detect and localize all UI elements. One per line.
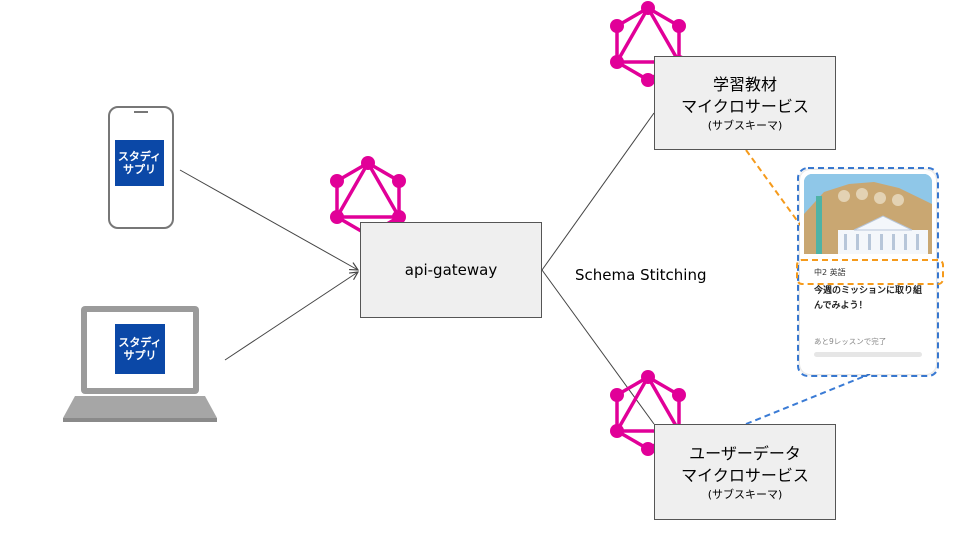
card-title: 今週のミッションに取り組んでみよう！: [814, 286, 923, 311]
edge-laptop-gateway: [224, 272, 358, 361]
link-svc1-card: [745, 149, 831, 267]
brand-text-line2: サプリ: [123, 349, 157, 362]
landmark-illustration-icon: [804, 174, 932, 254]
lesson-card: 中2 英語 今週のミッションに取り組んでみよう！ あと9レッスンで完了: [800, 170, 936, 374]
api-gateway-label: api-gateway: [404, 261, 498, 279]
schema-stitching-label: Schema Stitching: [575, 266, 707, 284]
learning-material-service-node: 学習教材 マイクロサービス (サブスキーマ): [654, 56, 836, 150]
service-name: ユーザーデータ: [689, 443, 801, 463]
edge-phone-gateway: [179, 169, 358, 270]
card-illustration: [804, 174, 932, 254]
brand-tile-phone: スタディ サプリ: [115, 140, 164, 186]
service-subschema: (サブスキーマ): [707, 118, 783, 132]
brand-text-line1: スタディ: [118, 336, 162, 349]
service-type: マイクロサービス: [681, 465, 809, 485]
card-progress-text: あと9レッスンで完了: [814, 337, 887, 346]
brand-tile-laptop: スタディ サプリ: [115, 324, 165, 374]
edge-gateway-svc2: [541, 269, 655, 425]
brand-text-line2: サプリ: [123, 163, 156, 176]
service-type: マイクロサービス: [681, 96, 809, 116]
service-name: 学習教材: [712, 74, 777, 94]
link-svc2-card: [745, 373, 871, 425]
card-progress-bar: [814, 352, 922, 357]
service-subschema: (サブスキーマ): [707, 487, 783, 501]
api-gateway-node: api-gateway: [360, 222, 542, 318]
card-meta: 中2 英語: [814, 268, 846, 277]
edge-gateway-svc1: [541, 112, 655, 271]
brand-text-line1: スタディ: [117, 150, 162, 163]
user-data-service-node: ユーザーデータ マイクロサービス (サブスキーマ): [654, 424, 836, 520]
card-outline: [797, 167, 939, 377]
